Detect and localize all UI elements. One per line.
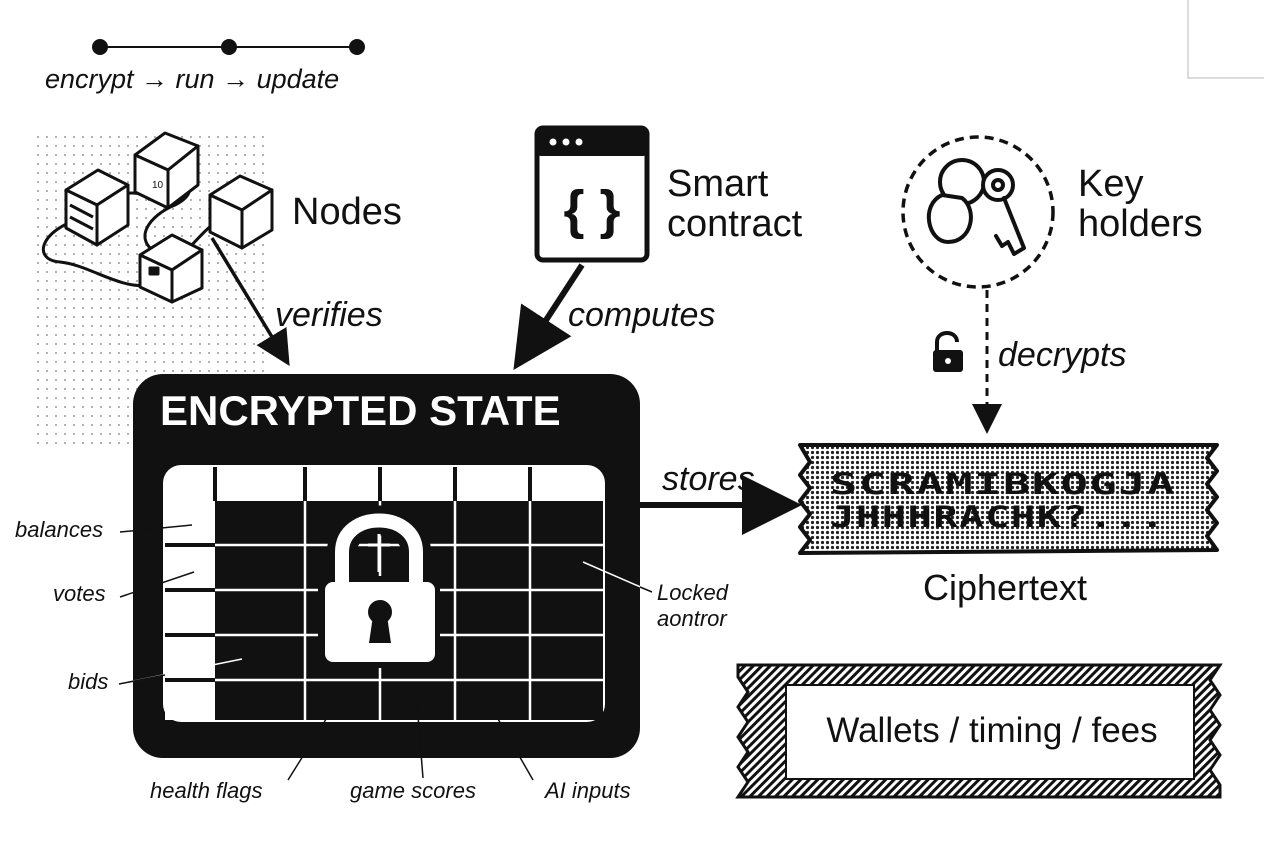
- keyholders-label-line1: Key: [1078, 163, 1143, 205]
- keyholders-group: Key holders decrypts: [901, 135, 1203, 434]
- contract-group: { } Smart contract computes: [513, 125, 803, 371]
- label-balances: balances: [15, 517, 103, 542]
- label-votes: votes: [53, 581, 106, 606]
- contract-label-line2: contract: [667, 203, 803, 245]
- leader-line: [119, 524, 193, 533]
- ciphertext-line2: JHHHRACHK?...: [830, 500, 1166, 534]
- flow-step-dot: [92, 39, 108, 55]
- metadata-group: Wallets / timing / fees: [735, 663, 1223, 799]
- label-locked-line1: Locked: [657, 580, 729, 605]
- stores-label: stores: [662, 460, 755, 498]
- label-locked-line2: aontror: [657, 606, 728, 631]
- padlock-icon: [318, 505, 440, 668]
- computes-label: computes: [568, 296, 715, 334]
- flow-timeline: encrypt → run → update: [45, 39, 365, 94]
- ciphertext-ribbon: [798, 443, 1219, 555]
- decrypts-label: decrypts: [998, 336, 1127, 374]
- server-cubes-icon: 10: [42, 131, 274, 304]
- label-bids: bids: [68, 669, 108, 694]
- leader-line: [416, 702, 424, 779]
- table-grid-left: [165, 543, 215, 682]
- ciphertext-line1: SCRAMIBKOGJA: [830, 467, 1176, 501]
- braces-glyph: { }: [563, 180, 620, 240]
- label-health-flags: health flags: [150, 778, 263, 803]
- verifies-label: verifies: [275, 296, 383, 334]
- nodes-group: 10 Nodes verifies: [30, 131, 402, 450]
- label-game-scores: game scores: [350, 778, 476, 803]
- node-badge: 10: [152, 180, 164, 191]
- flow-step-dot: [349, 39, 365, 55]
- leader-line: [287, 699, 339, 781]
- leader-line: [119, 571, 195, 598]
- metadata-label: Wallets / timing / fees: [826, 711, 1157, 750]
- flow-label: encrypt → run → update: [45, 64, 339, 94]
- unlock-icon: [933, 331, 963, 372]
- keyholder-circle: [901, 135, 1055, 289]
- flow-step-dot: [221, 39, 237, 55]
- state-title: ENCRYPTED STATE: [160, 387, 561, 434]
- corner-frame: [1187, 0, 1264, 79]
- label-ai-inputs: AI inputs: [543, 778, 631, 803]
- verifies-arrow: [210, 237, 290, 366]
- nodes-label: Nodes: [292, 191, 402, 233]
- leader-line: [489, 704, 534, 781]
- stores-connector: stores: [640, 460, 802, 535]
- encrypted-state: ENCRYPTED STATE: [15, 374, 729, 803]
- ciphertext-group: SCRAMIBKOGJA JHHHRACHK?... Ciphertext: [798, 443, 1219, 608]
- code-window-icon: { }: [534, 125, 650, 263]
- contract-label-line1: Smart: [667, 163, 769, 205]
- keys-icon: [926, 158, 1026, 256]
- ciphertext-label: Ciphertext: [923, 567, 1087, 608]
- computes-arrow: [513, 263, 585, 371]
- keyholders-label-line2: holders: [1078, 203, 1203, 245]
- table-grid-top: [213, 467, 532, 501]
